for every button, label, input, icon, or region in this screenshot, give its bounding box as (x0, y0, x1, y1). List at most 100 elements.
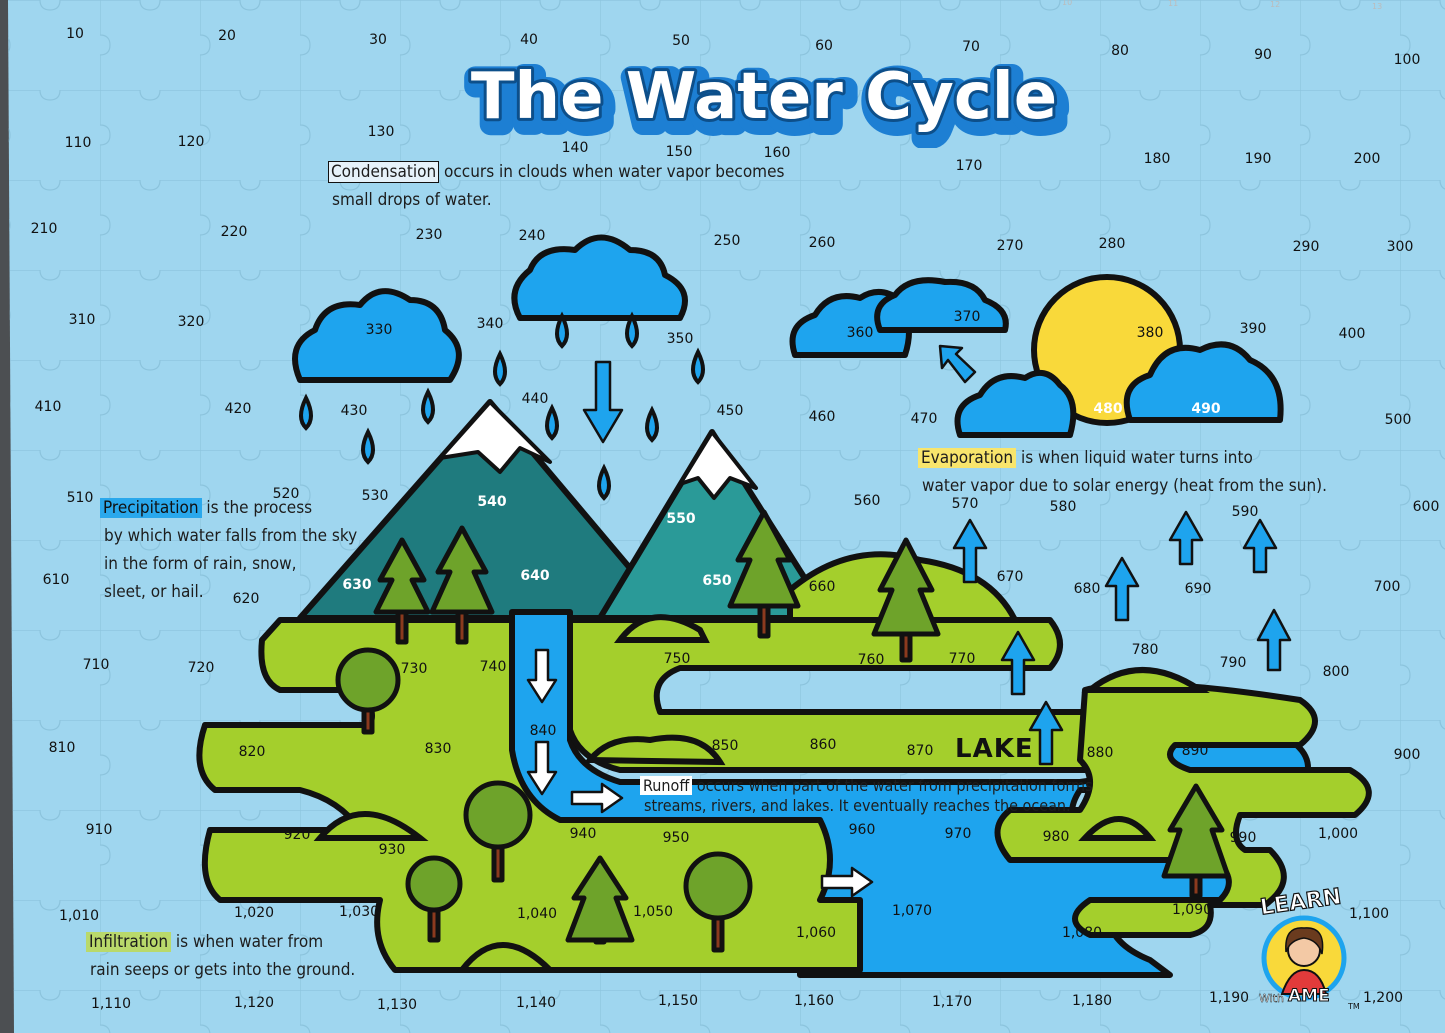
piece-number: 1,050 (633, 904, 673, 920)
piece-number: 590 (1232, 504, 1259, 520)
arrow-up (1242, 518, 1278, 574)
infiltration-note: Infiltration is when water from rain see… (86, 928, 355, 984)
piece-number: 200 (1354, 151, 1381, 167)
piece-number: 520 (273, 486, 300, 502)
piece-number: 240 (519, 228, 546, 244)
pine-tree (373, 537, 431, 645)
piece-number: 20 (218, 28, 236, 44)
piece-number: 30 (369, 32, 387, 48)
piece-number: 570 (952, 496, 979, 512)
piece-number: 280 (1099, 236, 1126, 252)
arrow-up-cloud (938, 344, 977, 384)
piece-number: 950 (663, 830, 690, 846)
piece-number: 500 (1385, 412, 1412, 428)
condensation-line-1: occurs in clouds when water vapor become… (439, 162, 785, 182)
arrow-down-rain (582, 360, 624, 444)
piece-number: 1,060 (796, 925, 836, 941)
piece-number: 390 (1240, 321, 1267, 337)
piece-number: 80 (1111, 43, 1129, 59)
precipitation-line-4: sleet, or hail. (104, 582, 204, 602)
runoff-term: Runoff (640, 776, 693, 795)
piece-number: 910 (86, 822, 113, 838)
arrow-right-runoff (820, 866, 874, 898)
infiltration-line-2: rain seeps or gets into the ground. (90, 960, 356, 980)
piece-number: 1,190 (1209, 990, 1249, 1006)
trees (335, 509, 1231, 953)
piece-number: 770 (949, 651, 976, 667)
piece-number: 810 (49, 740, 76, 756)
ruler-11: 11 (1168, 0, 1178, 8)
piece-number: 560 (854, 493, 881, 509)
piece-number: 630 (342, 577, 371, 593)
piece-number: 400 (1339, 326, 1366, 342)
raindrops (299, 311, 705, 501)
hills (313, 551, 1210, 973)
piece-number: 1,200 (1363, 990, 1403, 1006)
precipitation-term: Precipitation (100, 498, 202, 518)
piece-number: 850 (712, 738, 739, 754)
piece-number: 140 (562, 140, 589, 156)
piece-number: 1,080 (1062, 925, 1102, 941)
piece-number: 250 (714, 233, 741, 249)
condensation-line-2: small drops of water. (332, 190, 492, 210)
piece-number: 360 (847, 325, 874, 341)
pine-tree (871, 537, 941, 663)
logo-ame-text: AME (1288, 986, 1331, 1007)
snowcap-large (438, 400, 552, 474)
piece-number: 260 (809, 235, 836, 251)
piece-number: 230 (416, 227, 443, 243)
piece-number: 1,150 (658, 993, 698, 1009)
ruler-10: 10 (1062, 0, 1072, 7)
piece-number: 160 (764, 145, 791, 161)
piece-number: 840 (530, 723, 557, 739)
piece-number: 960 (849, 822, 876, 838)
arrow-down-stream (526, 648, 558, 704)
piece-number: 1,170 (932, 994, 972, 1010)
piece-number: 780 (1132, 642, 1159, 658)
ruler-13: 13 (1372, 2, 1382, 11)
piece-number: 930 (379, 842, 406, 858)
infiltration-line-1: is when water from (171, 932, 324, 952)
piece-number: 120 (178, 134, 205, 150)
piece-number: 580 (1050, 499, 1077, 515)
piece-number: 70 (962, 39, 980, 55)
piece-number: 1,090 (1172, 902, 1212, 918)
piece-number: 290 (1293, 239, 1320, 255)
piece-number: 310 (69, 312, 96, 328)
piece-number: 600 (1413, 499, 1440, 515)
logo-badge (1261, 915, 1347, 1001)
piece-number: 350 (667, 331, 694, 347)
piece-number: 270 (997, 238, 1024, 254)
round-tree (683, 851, 753, 953)
piece-number: 170 (956, 158, 983, 174)
piece-number: 760 (858, 652, 885, 668)
piece-number: 620 (233, 591, 260, 607)
piece-number: 300 (1387, 239, 1414, 255)
piece-number: 690 (1185, 581, 1212, 597)
condensation-note: Condensation occurs in clouds when water… (328, 158, 784, 214)
piece-number: 190 (1245, 151, 1272, 167)
pine-tree (429, 525, 495, 645)
piece-number: 870 (907, 743, 934, 759)
piece-number: 740 (480, 659, 507, 675)
pine-tree (727, 509, 801, 639)
round-tree (335, 647, 401, 735)
piece-number: 460 (809, 409, 836, 425)
piece-number: 480 (1093, 401, 1122, 417)
piece-number: 430 (341, 403, 368, 419)
piece-number: 860 (810, 737, 837, 753)
runoff-line-1: occurs when part of the water from preci… (692, 776, 1093, 795)
piece-number: 1,160 (794, 993, 834, 1009)
lake-label: LAKE (955, 734, 1034, 764)
cloud-sun-right (1123, 341, 1284, 423)
cloud-right-mid (874, 277, 1009, 333)
piece-number: 700 (1374, 579, 1401, 595)
piece-number: 750 (664, 651, 691, 667)
cloud-sun-left (954, 369, 1077, 438)
arrow-up (1028, 700, 1064, 766)
cloud-left (292, 288, 462, 383)
piece-number: 150 (666, 144, 693, 160)
runoff-line-2: streams, rivers, and lakes. It eventuall… (644, 796, 1071, 815)
